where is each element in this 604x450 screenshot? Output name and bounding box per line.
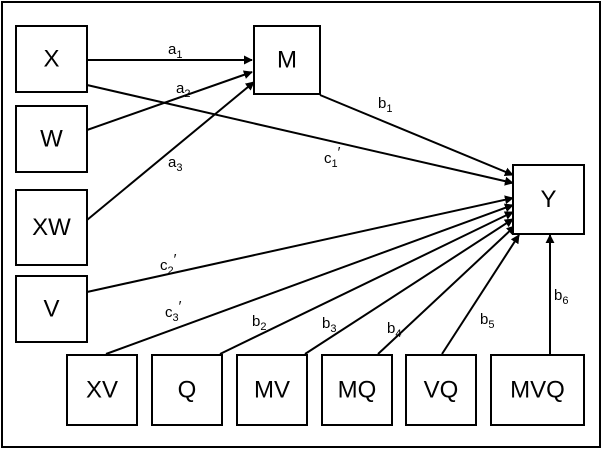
node-label: M	[277, 47, 297, 74]
label-b1: b1	[378, 95, 392, 115]
node-label: W	[40, 126, 63, 153]
node-q: Q	[151, 354, 223, 426]
label-a3: a3	[168, 154, 182, 174]
node-vq: VQ	[405, 354, 477, 426]
node-y: Y	[512, 164, 585, 235]
node-x: X	[15, 25, 88, 93]
label-c1-prime: c1′	[324, 144, 341, 170]
node-label: MV	[254, 377, 290, 404]
node-label: V	[43, 296, 59, 323]
node-xv: XV	[66, 354, 138, 426]
node-mvq: MVQ	[490, 354, 585, 426]
edge-m-to-y	[319, 94, 514, 177]
node-w: W	[15, 105, 88, 173]
edges	[86, 55, 555, 355]
label-b5: b5	[480, 311, 494, 331]
edge-x-to-y	[86, 84, 514, 186]
edge-xv-to-y	[105, 203, 514, 355]
node-label: XV	[86, 377, 118, 404]
node-m: M	[253, 25, 321, 95]
node-mq: MQ	[321, 354, 393, 426]
node-v: V	[15, 275, 88, 343]
label-a1: a1	[168, 41, 182, 61]
edge-q-to-y	[219, 211, 514, 355]
node-label: Q	[178, 377, 197, 404]
node-xw: XW	[15, 189, 88, 266]
node-label: VQ	[424, 377, 459, 404]
label-b2: b2	[252, 313, 266, 333]
edge-labels: a1 a2 a3 b1 c1′ c2′ c3′ b2 b3 b4 b5 b6	[160, 41, 568, 340]
label-b6: b6	[554, 287, 568, 307]
label-b4: b4	[387, 320, 401, 340]
label-c2-prime: c2′	[160, 251, 177, 277]
node-label: MQ	[338, 377, 377, 404]
node-label: Y	[540, 186, 556, 213]
edge-mq-to-y	[377, 225, 516, 355]
edge-xw-to-m	[86, 81, 255, 221]
edge-mv-to-y	[304, 218, 514, 355]
edge-v-to-y	[86, 195, 514, 293]
label-c3-prime: c3′	[165, 298, 182, 324]
node-label: XW	[32, 214, 71, 241]
nodes: X W XW V M Y XV Q	[15, 25, 585, 426]
node-label: MVQ	[510, 377, 565, 404]
edge-vq-to-y	[441, 234, 520, 355]
node-mv: MV	[236, 354, 308, 426]
edge-w-to-m	[86, 70, 253, 131]
node-label: X	[43, 46, 59, 73]
label-b3: b3	[322, 315, 336, 335]
label-a2: a2	[176, 80, 190, 100]
